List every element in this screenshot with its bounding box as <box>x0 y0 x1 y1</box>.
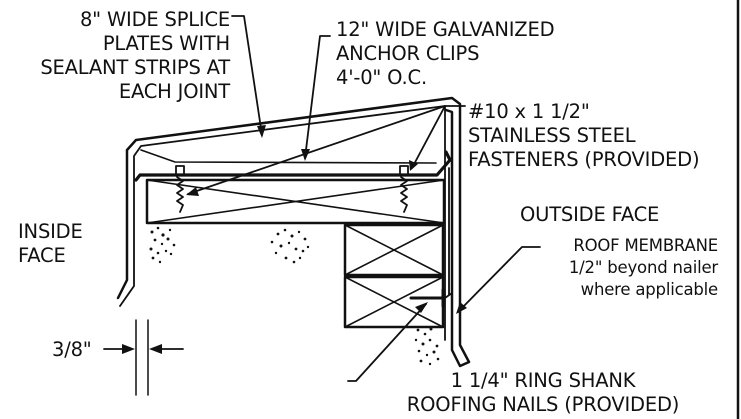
label-dimension: 3/8" <box>52 338 92 361</box>
label-inside-face: INSIDE FACE <box>18 220 83 267</box>
leader-fasteners <box>187 105 466 195</box>
wood-nailer-top <box>145 178 446 225</box>
stipple-right <box>414 327 440 366</box>
stipple-center <box>270 228 310 264</box>
arrowhead-dim-left <box>122 344 135 354</box>
wood-nailer-bottom-cross <box>344 276 444 328</box>
wood-nailer-middle <box>343 223 445 277</box>
masonry-stipple <box>149 226 440 366</box>
label-anchor-clips: 12" WIDE GALVANIZED ANCHOR CLIPS 4'-0" O… <box>336 18 555 89</box>
anchor-clip-edge <box>140 149 437 164</box>
label-splice-plates: 8" WIDE SPLICE PLATES WITH SEALANT STRIP… <box>40 8 230 103</box>
label-outside-face: OUTSIDE FACE <box>520 203 660 226</box>
stipple-left <box>149 226 176 264</box>
arrowhead-fastener-left <box>186 187 199 196</box>
leader-roof-membrane <box>457 246 541 313</box>
arrowhead-dim-right <box>149 344 162 354</box>
stainless-fastener-left <box>168 165 192 213</box>
label-fasteners: #10 x 1 1/2" STAINLESS STEEL FASTENERS (… <box>468 100 700 171</box>
stainless-fastener-right <box>392 165 416 213</box>
arrowhead-fastener-right <box>409 160 418 171</box>
wood-nailer-middle-cross <box>344 224 444 276</box>
ring-shank-nail <box>409 288 445 308</box>
arrowhead-membrane <box>456 302 467 314</box>
label-ring-shank-nails: 1 1/4" RING SHANK ROOFING NAILS (PROVIDE… <box>406 369 680 416</box>
wood-nailer-top-cross <box>146 179 445 224</box>
leader-anchor-clips <box>304 35 331 159</box>
anchor-clip <box>134 150 452 182</box>
arrowhead-splice <box>257 125 266 138</box>
leader-ring-shank <box>347 303 427 382</box>
anchor-clip-drip <box>444 167 453 299</box>
coping-cap <box>116 96 471 368</box>
label-roof-membrane: ROOF MEMBRANE 1/2" beyond nailer where a… <box>568 236 718 299</box>
arrowhead-clips <box>301 149 310 161</box>
arrowhead-nails <box>415 302 428 313</box>
coping-cap-inner <box>119 105 446 341</box>
leader-splice-plates <box>231 15 263 136</box>
